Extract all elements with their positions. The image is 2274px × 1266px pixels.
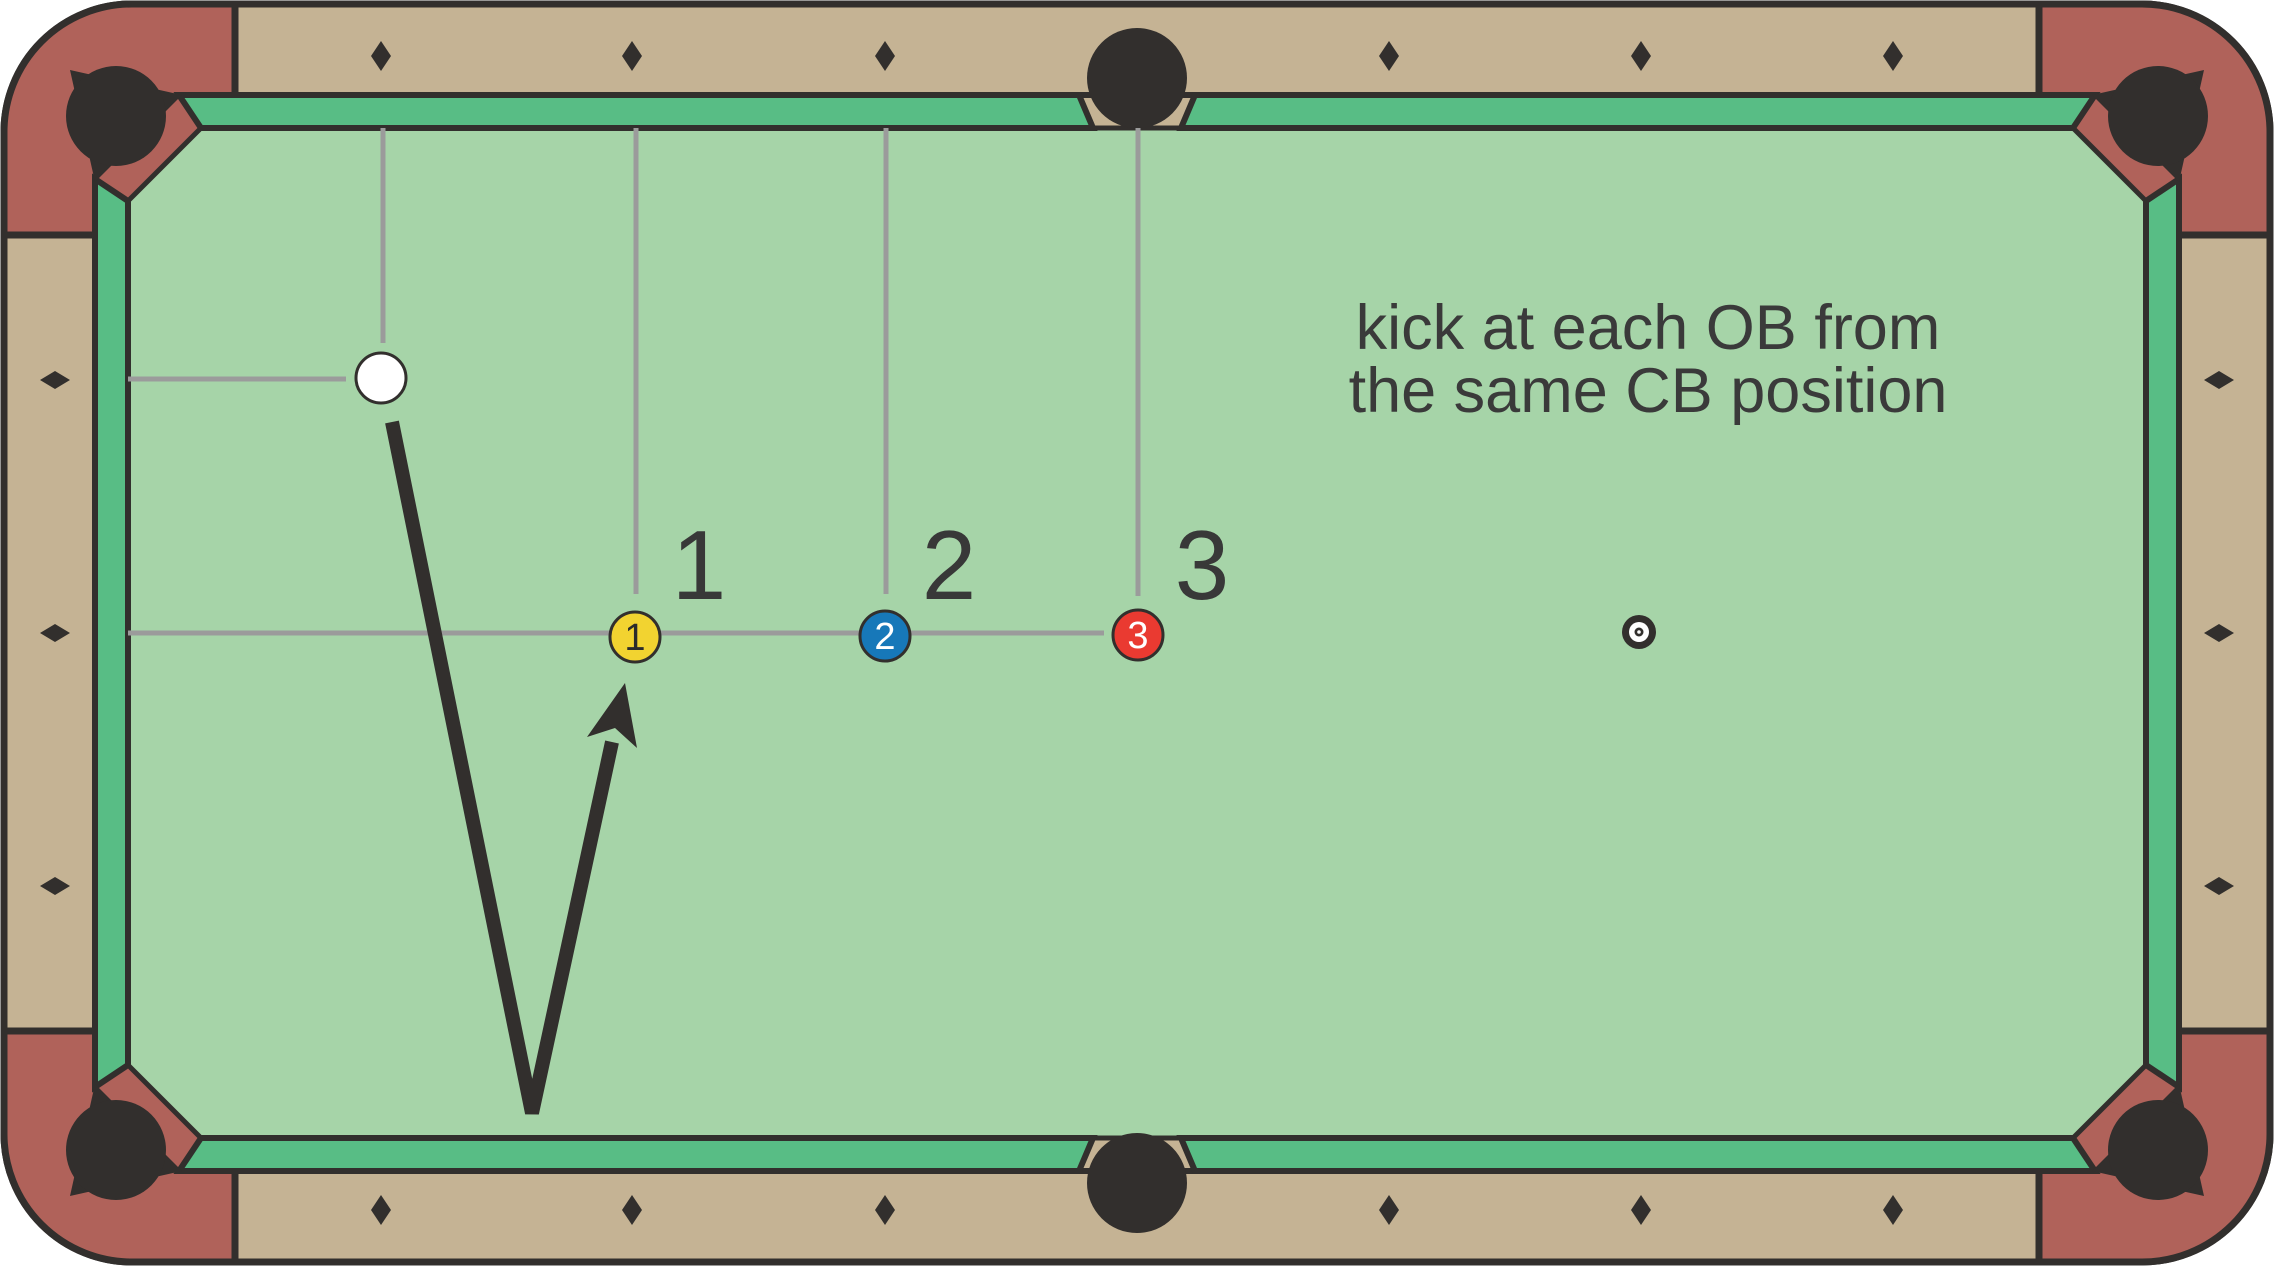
pocket-bottom-middle	[1087, 1133, 1187, 1233]
diamond-icon	[1631, 1195, 1651, 1225]
rail-diamonds	[40, 41, 2234, 1225]
cushion-bottom-left	[173, 1135, 1098, 1174]
diamond-icon	[622, 1195, 642, 1225]
pocket-bottom-right	[2108, 1100, 2208, 1200]
arrowhead-icon	[587, 683, 637, 748]
pocket-bottom-left	[66, 1100, 166, 1200]
bullseye-icon	[1622, 615, 1656, 649]
object-ball-3-number: 3	[1127, 615, 1148, 657]
diamond-icon	[371, 1195, 391, 1225]
object-ball-1	[608, 610, 662, 664]
cushion-top-left	[173, 92, 1098, 131]
caption-line-2: the same CB position	[1349, 356, 1948, 426]
diamond-icon	[371, 41, 391, 71]
shot-label-1: 1	[672, 510, 727, 620]
shot-label-3: 3	[1175, 510, 1230, 620]
caption: kick at each OB from the same CB positio…	[1349, 293, 1948, 426]
object-balls: 1 2 3	[608, 608, 1165, 664]
object-ball-3	[1111, 608, 1165, 662]
diamond-icon	[40, 877, 70, 895]
pocket-top-right	[2108, 66, 2208, 166]
object-ball-1-number: 1	[624, 617, 645, 659]
diamond-icon	[2204, 371, 2234, 389]
cushion-left	[92, 173, 131, 1093]
shot-label-2: 2	[922, 510, 977, 620]
kick-path-line	[385, 420, 619, 1115]
diamond-icon	[2204, 624, 2234, 642]
kick-path-arrow	[385, 420, 637, 1115]
diamond-icon	[875, 41, 895, 71]
diamond-icon	[1883, 1195, 1903, 1225]
diamond-icon	[1631, 41, 1651, 71]
caption-line-1: kick at each OB from	[1356, 293, 1941, 363]
diamond-icon	[1883, 41, 1903, 71]
diamond-icon	[40, 624, 70, 642]
shot-labels: 1 2 3	[672, 510, 1230, 620]
object-ball-2-number: 2	[874, 616, 895, 658]
diamond-icon	[622, 41, 642, 71]
pockets	[66, 28, 2208, 1233]
cushion-right	[2143, 173, 2182, 1093]
cushion-bottom-right	[1176, 1135, 2101, 1174]
diamond-icon	[40, 371, 70, 389]
diamond-icon	[1379, 1195, 1399, 1225]
cushions	[92, 92, 2182, 1174]
bullseye-center-dot	[1637, 630, 1641, 634]
pocket-top-middle	[1087, 28, 1187, 128]
diamond-icon	[875, 1195, 895, 1225]
pocket-top-left	[66, 66, 166, 166]
diamond-icon	[2204, 877, 2234, 895]
diamond-icon	[1379, 41, 1399, 71]
cushion-top-right	[1176, 92, 2101, 131]
object-ball-2	[858, 609, 912, 663]
cue-ball	[354, 351, 408, 405]
